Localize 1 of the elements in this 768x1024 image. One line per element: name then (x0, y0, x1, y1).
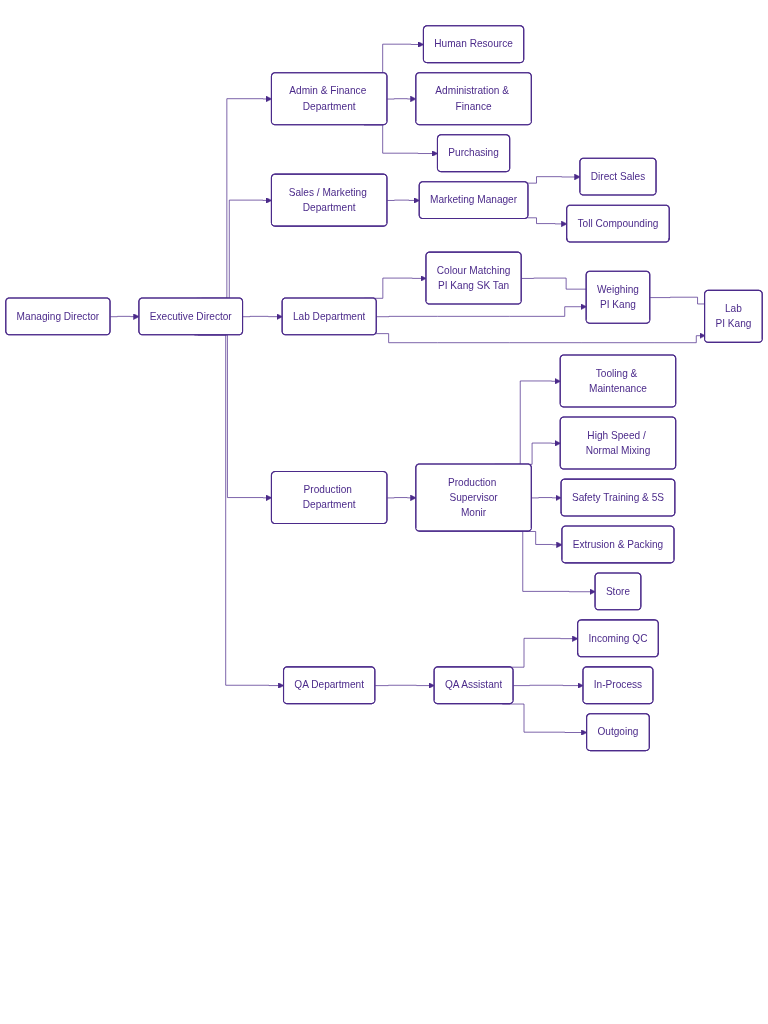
connector (521, 277, 587, 290)
